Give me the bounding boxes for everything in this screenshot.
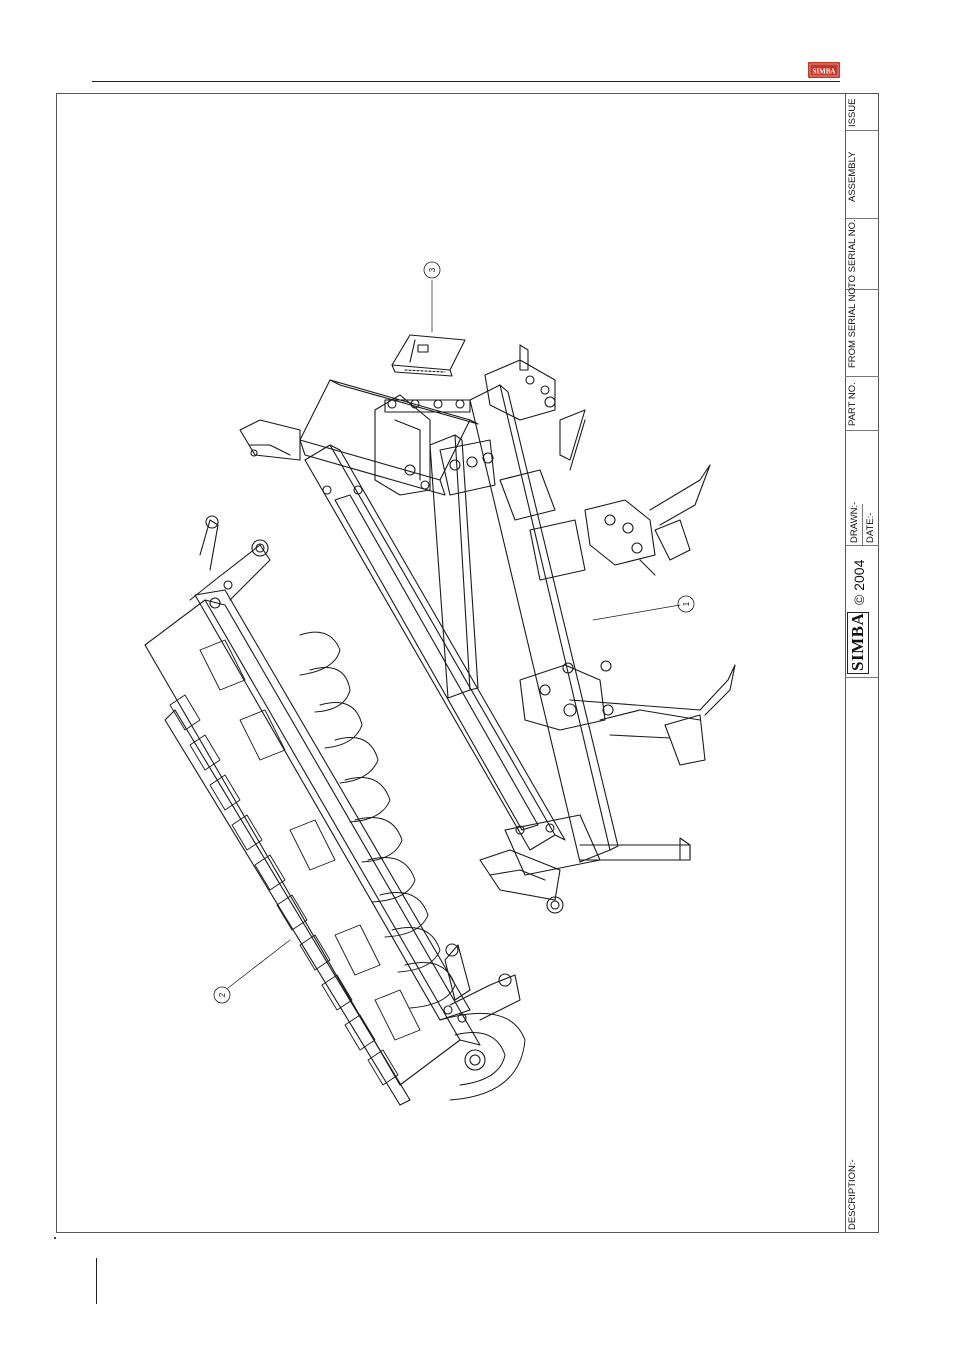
drawn-label: DRAWN:- [849, 502, 861, 543]
part-no-label: PART NO. [847, 382, 859, 426]
title-block-divider [845, 677, 879, 678]
operator-manual [392, 262, 465, 376]
title-block-divider [845, 130, 879, 131]
issue-label: ISSUE [847, 98, 859, 127]
date-label: DATE:- [865, 513, 877, 543]
assembly-label: ASSEMBLY [847, 151, 859, 202]
disc-roller-assembly [145, 516, 525, 1105]
brand-name: SIMBA [849, 613, 867, 671]
page-corner-mark [96, 1258, 97, 1304]
description-label: DESCRIPTION:- [847, 1159, 859, 1230]
main-frame-assembly [240, 345, 735, 913]
simba-logo-text: SIMBA [813, 68, 836, 76]
callout-1: 1 [682, 601, 691, 606]
to-serial-label: TO SERIAL NO. [847, 219, 859, 288]
frame-tick [54, 1237, 56, 1239]
header-rule [92, 81, 840, 82]
title-block-divider [845, 545, 879, 546]
callout-2: 2 [218, 992, 227, 997]
title-block-divider [862, 504, 863, 545]
exploded-assembly-drawing: 1 2 3 [57, 94, 843, 1232]
title-block-divider [845, 376, 879, 377]
copyright-text: © 2004 [851, 560, 867, 605]
from-serial-label: FROM SERIAL NO. [847, 284, 859, 368]
title-block-divider [845, 430, 879, 431]
callout-3: 3 [428, 267, 437, 272]
simba-logo: SIMBA [808, 60, 840, 80]
